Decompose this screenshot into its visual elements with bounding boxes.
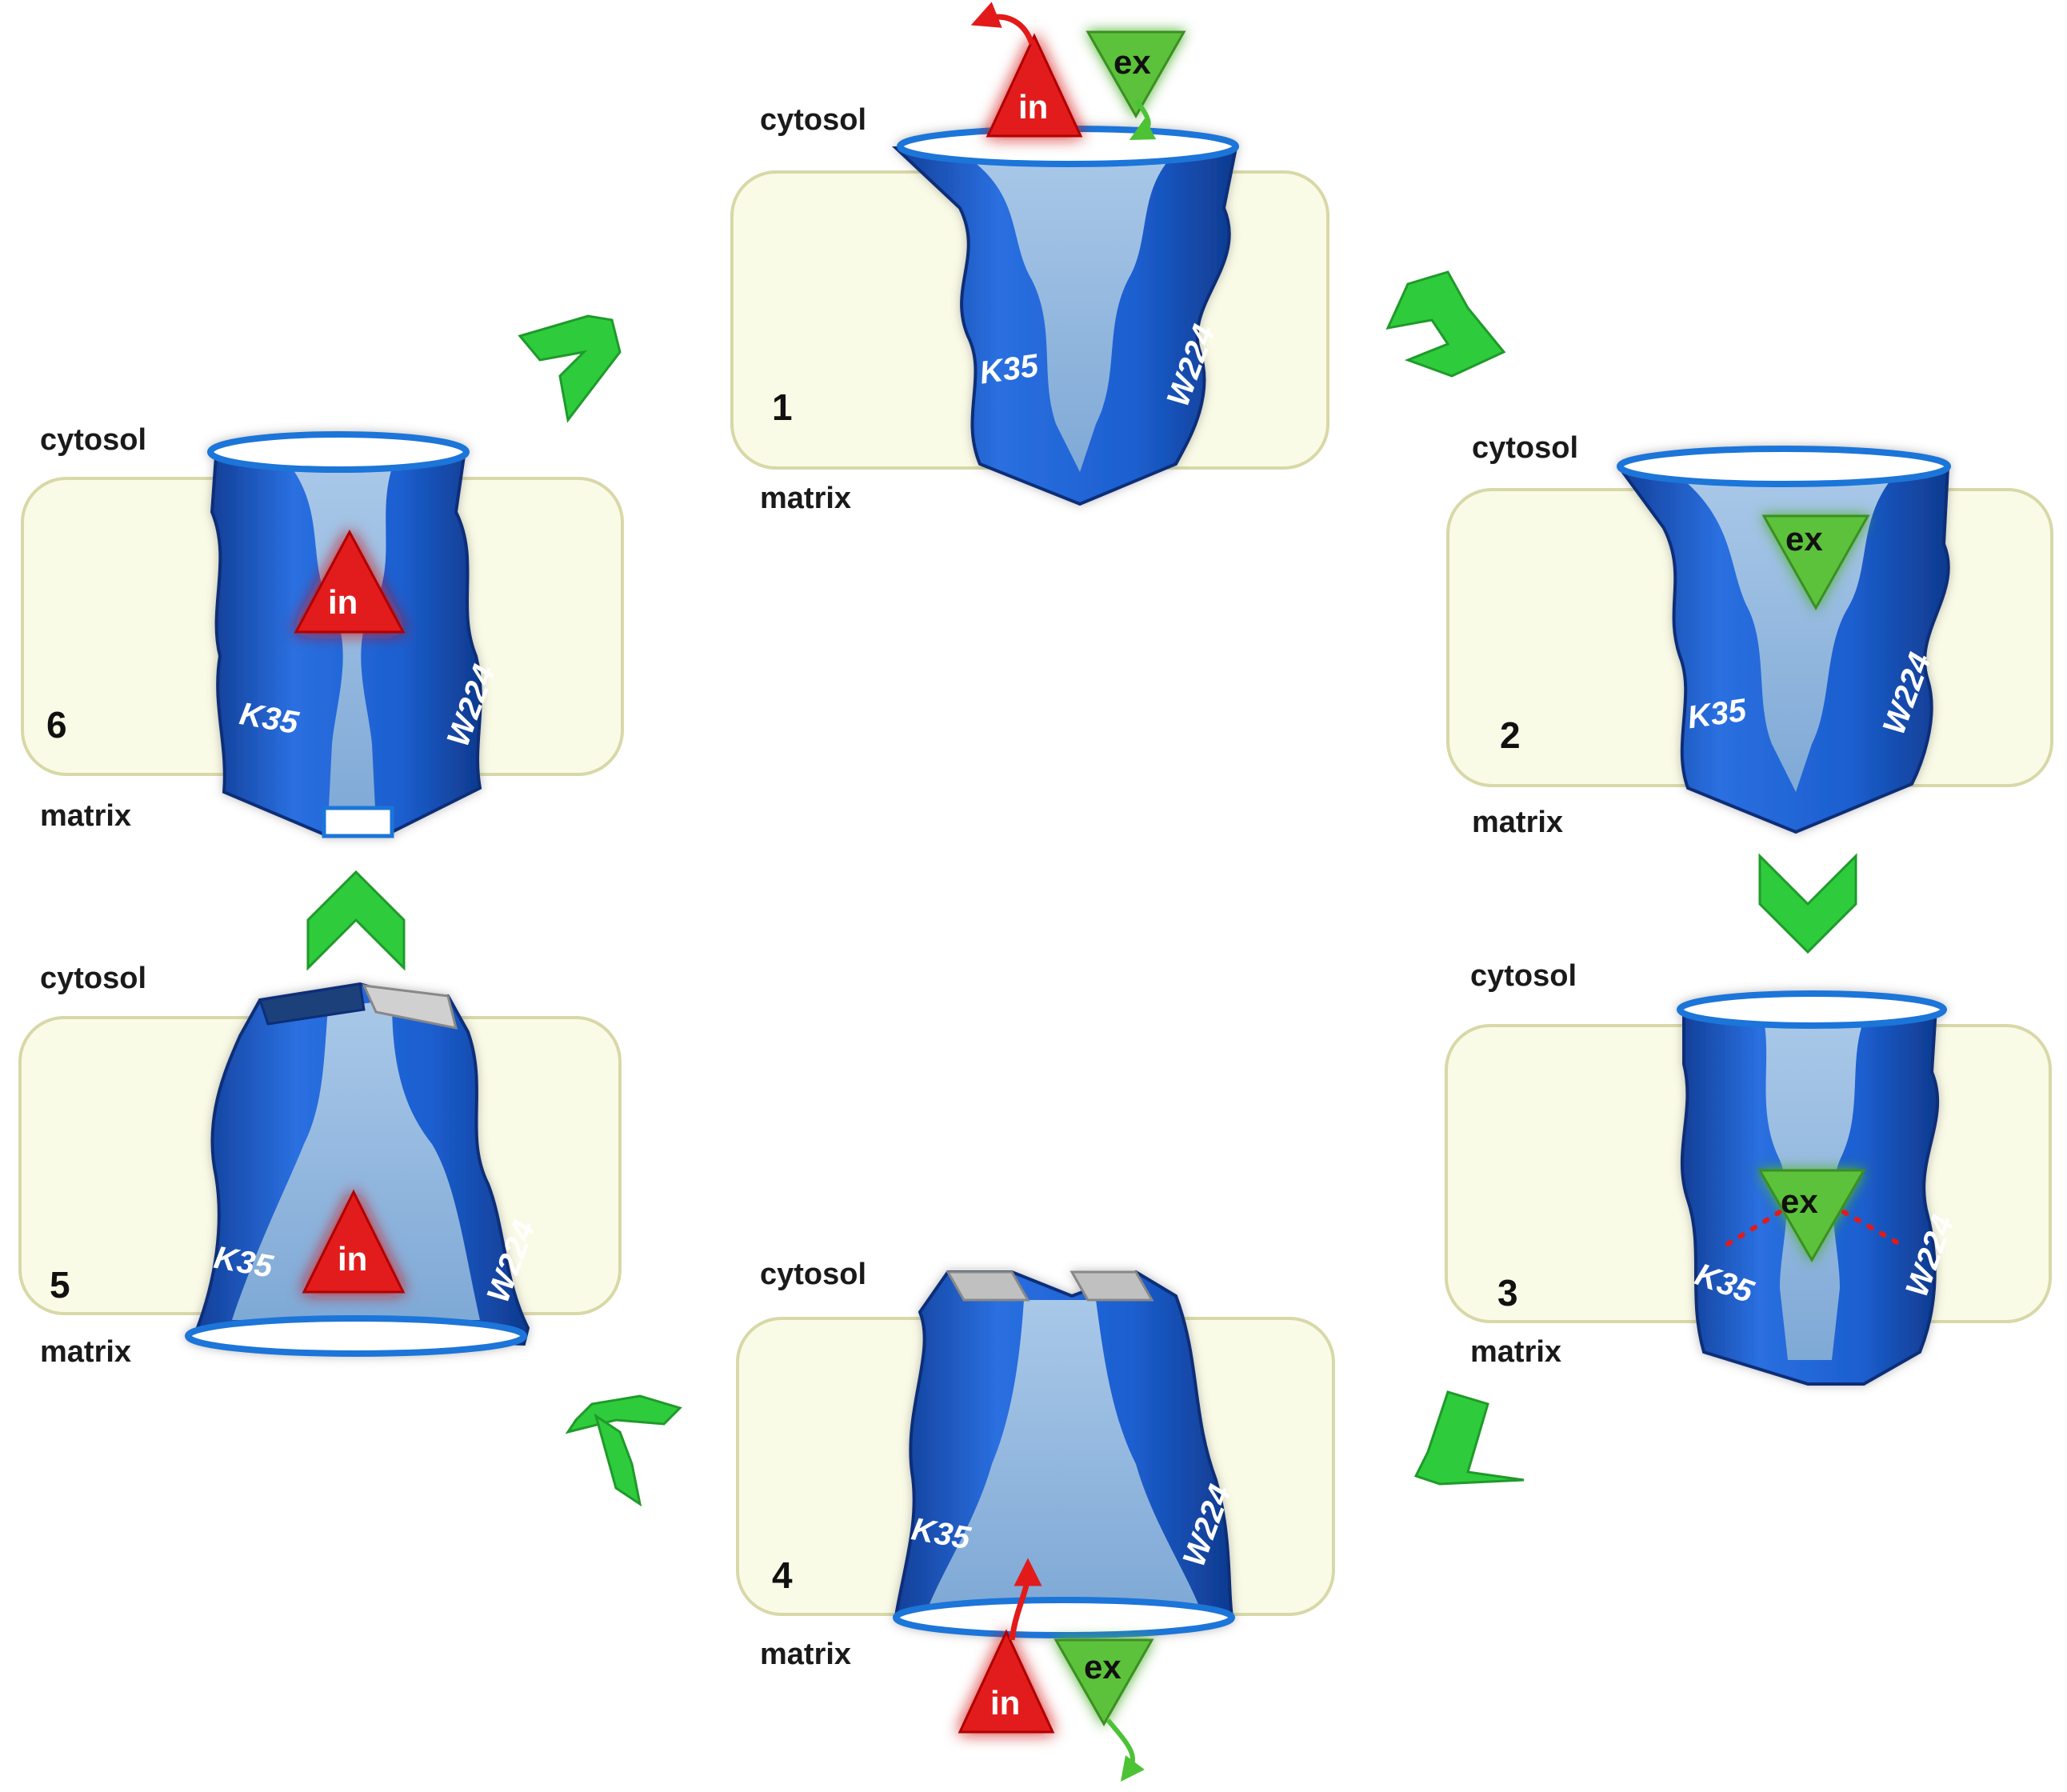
ex-substrate-1 [1085, 30, 1186, 119]
cycle-arrow-icon [1413, 1390, 1525, 1486]
curved-arrow-icon [1105, 1718, 1145, 1782]
state-1-panel: K35 W224 cytosol matrix 1 in ex [730, 2, 1329, 515]
cytosol-label-6: cytosol [40, 423, 146, 457]
residue-k35-2: K35 [1685, 692, 1749, 735]
salt-bridge-left [1725, 1210, 1782, 1246]
in-label-1: in [1018, 88, 1048, 126]
ex-substrate-4 [1053, 1638, 1154, 1727]
state-2-panel: ex K35 W224 cytosol matrix 2 [1446, 431, 2053, 839]
cycle-arrows [306, 270, 1857, 1507]
curved-arrow-icon [970, 2, 1035, 46]
bottom-gate-6 [322, 806, 394, 838]
in-substrate-5 [302, 1189, 406, 1294]
matrix-label-3: matrix [1470, 1335, 1561, 1369]
curved-arrow-icon [1009, 1558, 1042, 1641]
cytosol-label-4: cytosol [760, 1258, 866, 1291]
rim-4 [893, 1597, 1235, 1638]
transporter-1 [891, 126, 1239, 506]
state-4-panel: K35 W224 cytosol matrix 4 in ex [736, 1258, 1335, 1782]
state-number-3: 3 [1497, 1272, 1518, 1314]
in-label-5: in [338, 1240, 367, 1278]
rim-3 [1677, 990, 1947, 1029]
matrix-label-6: matrix [40, 799, 131, 833]
cycle-arrow-icon [518, 314, 622, 423]
state-number-5: 5 [50, 1264, 70, 1306]
cytosol-label-2: cytosol [1472, 431, 1578, 465]
cycle-arrow-icon [306, 870, 406, 971]
ex-label-4: ex [1084, 1648, 1121, 1686]
cycle-arrow-icon [1758, 853, 1857, 954]
state-number-6: 6 [46, 704, 67, 746]
curved-arrow-icon [1129, 98, 1157, 141]
in-substrate-4 [958, 1629, 1055, 1734]
ex-label-2: ex [1785, 520, 1823, 558]
rim-5 [185, 1315, 527, 1357]
state-6-panel: in K35 W224 cytosol matrix 6 [21, 423, 624, 838]
ex-label-1: ex [1113, 43, 1151, 81]
transporter-5 [185, 982, 530, 1357]
ex-label-3: ex [1781, 1182, 1818, 1220]
in-label-4: in [990, 1684, 1020, 1722]
rim-2 [1617, 446, 1951, 487]
residue-k35-1: K35 [978, 348, 1041, 391]
cycle-arrow-icon [594, 1413, 642, 1507]
salt-bridge-right [1841, 1210, 1902, 1246]
state-number-2: 2 [1500, 714, 1521, 756]
matrix-label-1: matrix [760, 482, 851, 515]
ex-substrate-3 [1757, 1169, 1866, 1262]
cytosol-label-3: cytosol [1470, 959, 1577, 993]
matrix-label-4: matrix [760, 1638, 851, 1671]
in-substrate-1 [986, 33, 1083, 138]
transporter-6 [207, 431, 482, 838]
state-3-panel: ex K35 W224 cytosol matrix 3 [1445, 959, 2052, 1386]
state-number-4: 4 [772, 1554, 793, 1596]
cytosol-label-1: cytosol [760, 103, 866, 137]
in-label-6: in [328, 583, 358, 621]
cycle-arrow-icon [1385, 270, 1506, 378]
matrix-label-5: matrix [40, 1335, 131, 1369]
cytosol-label-5: cytosol [40, 962, 146, 995]
in-substrate-6 [294, 529, 406, 634]
state-5-panel: in K35 W224 cytosol matrix 5 [18, 962, 622, 1369]
transporter-4 [893, 1270, 1235, 1638]
matrix-label-2: matrix [1472, 806, 1563, 839]
ex-substrate-2 [1761, 514, 1870, 611]
cycle-arrow-icon [565, 1394, 682, 1434]
rim-6 [207, 431, 470, 473]
state-number-1: 1 [772, 386, 793, 428]
